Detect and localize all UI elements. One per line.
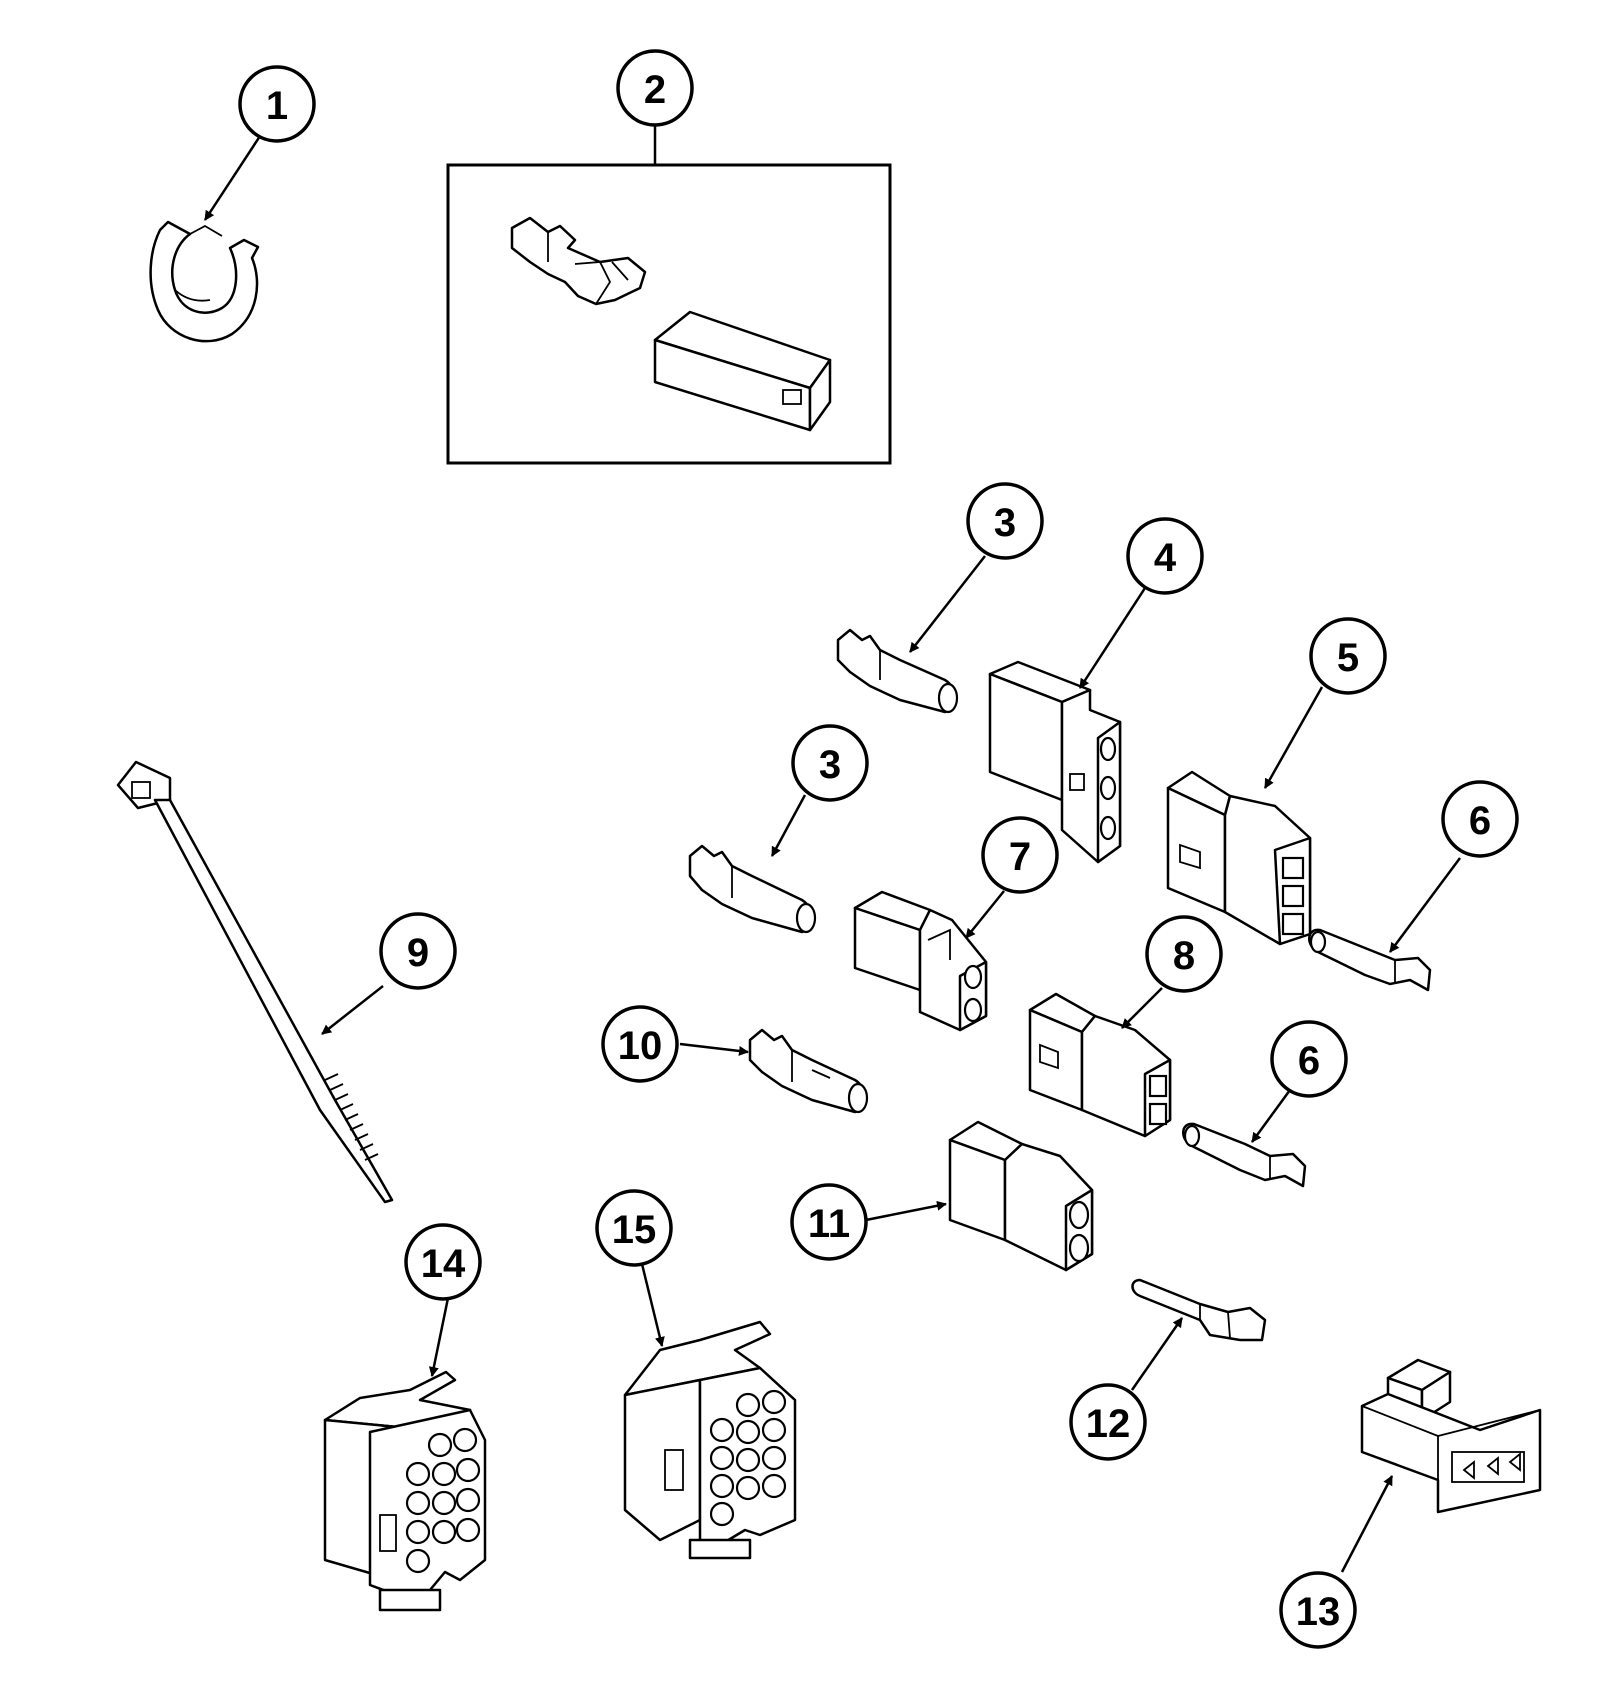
callout-9: 9 [379,912,457,990]
callout-11: 11 [790,1183,868,1261]
leader-12 [1130,1317,1184,1391]
part-14-pin-holes [405,1427,481,1574]
callout-label: 4 [1154,536,1177,580]
callout-7: 7 [981,816,1059,894]
callout-3b: 3 [791,724,869,802]
callout-2: 2 [616,49,694,127]
callout-label: 9 [407,931,429,975]
leader-6a [1388,857,1462,953]
leader-3b [770,794,807,857]
leader-3a [909,555,986,653]
callout-label: 10 [618,1024,663,1068]
leader-14 [428,1297,450,1377]
callout-14: 14 [404,1223,482,1301]
leader-11 [865,1200,947,1222]
callout-label: 14 [421,1242,466,1286]
callout-label: 1 [266,84,288,128]
callout-label: 6 [1298,1039,1320,1083]
leader-6b [1250,1089,1292,1143]
part-6-terminal-lower [1182,1122,1307,1188]
callout-label: 7 [1009,835,1031,879]
callout-5: 5 [1309,617,1387,695]
leader-15 [640,1263,665,1347]
kit-box [446,163,892,465]
leader-10 [679,1042,749,1056]
leader-4 [1078,587,1147,689]
callout-10: 10 [601,1005,679,1083]
callout-12: 12 [1069,1383,1147,1461]
part-4-connector-housing [988,660,1122,864]
leader-9 [321,985,384,1035]
leader-5 [1263,686,1324,789]
part-15-connector-housing [623,1320,797,1560]
part-12-terminal [1131,1278,1267,1342]
callout-8: 8 [1145,915,1223,993]
callout-label: 13 [1296,1590,1341,1634]
part-8-connector-housing [1028,992,1172,1138]
callout-label: 3 [994,501,1016,545]
callout-label: 15 [612,1208,657,1252]
callout-1: 1 [238,65,316,143]
leader-8 [1121,987,1163,1029]
part-7-connector-housing [853,890,988,1032]
callout-15: 15 [595,1189,673,1267]
callout-label: 8 [1173,934,1195,978]
part-11-connector-housing [948,1120,1094,1272]
part-14-connector-housing [323,1370,487,1612]
part-3-terminal-lower [688,844,817,934]
leader-lines [203,132,1462,1573]
callout-3a: 3 [966,482,1044,560]
part-3-terminal-upper [836,628,959,714]
part-9-cable-tie [116,760,394,1204]
callout-label: 2 [644,68,666,112]
callout-label: 3 [819,743,841,787]
part-6-terminal-upper [1308,928,1432,992]
callout-6b: 6 [1270,1020,1348,1098]
part-10-terminal [748,1028,869,1114]
callout-label: 6 [1469,799,1491,843]
callout-13: 13 [1279,1571,1357,1649]
part-15-pin-holes [709,1389,787,1527]
leader-13 [1340,1475,1394,1573]
callout-label: 5 [1337,636,1359,680]
leader-7 [965,890,1005,939]
part-1-wire-clamp [149,220,260,343]
callout-6a: 6 [1441,780,1519,858]
callout-4: 4 [1126,517,1204,595]
callout-label: 11 [808,1202,850,1246]
part-2-terminal-kit [446,163,892,465]
part-5-connector-housing [1166,770,1312,946]
callout-label: 12 [1086,1402,1131,1446]
part-13-connector-housing [1360,1358,1542,1514]
leader-1 [203,132,264,221]
